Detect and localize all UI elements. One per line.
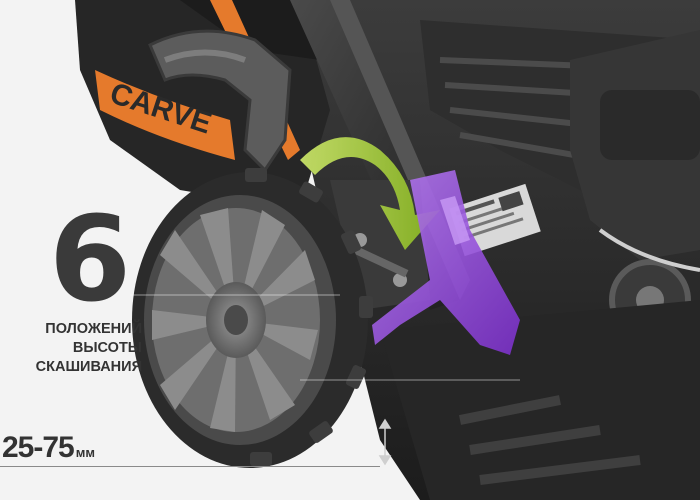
caption-line-3: СКАШИВАНИЯ: [35, 359, 142, 375]
positions-caption: ПОЛОЖЕНИЙ ВЫСОТЫ СКАШИВАНИЯ: [4, 320, 142, 377]
height-range-unit: мм: [75, 445, 95, 460]
caption-line-1: ПОЛОЖЕНИЙ: [45, 321, 142, 337]
positions-count: 6: [48, 190, 131, 328]
baseline-rule: [0, 466, 380, 467]
carver-logo: CARVE: [106, 77, 216, 140]
vertical-double-arrow-icon: [378, 418, 392, 466]
caption-line-2: ВЫСОТЫ: [72, 340, 142, 356]
wheel: [132, 168, 373, 468]
curved-arrow-icon: [300, 137, 440, 250]
svg-text:CARVE: CARVE: [106, 77, 216, 140]
height-range-value: 25-75: [2, 431, 75, 464]
